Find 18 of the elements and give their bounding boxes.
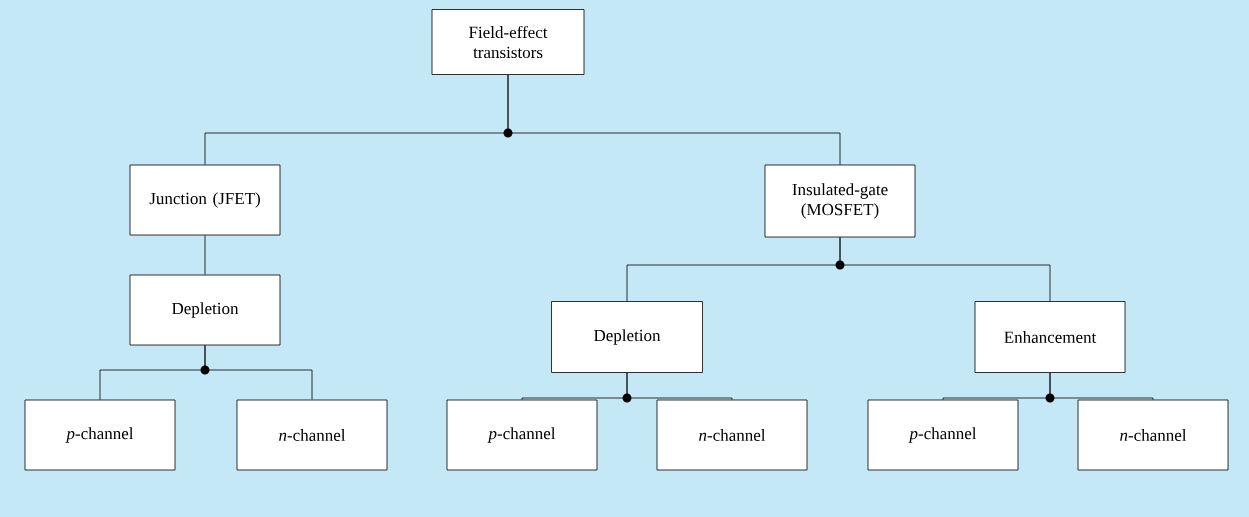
- category-box: n-channel: [656, 399, 808, 471]
- connector-line: [204, 235, 206, 275]
- category-box: Insulated-gate (MOSFET): [764, 164, 916, 238]
- category-box: p-channel: [24, 399, 176, 471]
- category-box: p-channel: [867, 399, 1019, 471]
- connector-line: [507, 74, 841, 165]
- category-box: Enhancement: [974, 301, 1126, 373]
- category-box: n-channel: [1077, 399, 1229, 471]
- category-box: Depletion: [129, 274, 281, 346]
- connector-line: [204, 345, 313, 400]
- category-box: Field-effect transistors: [431, 9, 585, 75]
- category-box: Junction (JFET): [129, 164, 281, 236]
- category-box: n-channel: [236, 399, 388, 471]
- category-box: Depletion: [551, 301, 703, 373]
- connector-line: [1049, 372, 1154, 400]
- connector-line: [839, 237, 1051, 302]
- connector-line: [626, 372, 733, 400]
- category-box: p-channel: [446, 399, 598, 471]
